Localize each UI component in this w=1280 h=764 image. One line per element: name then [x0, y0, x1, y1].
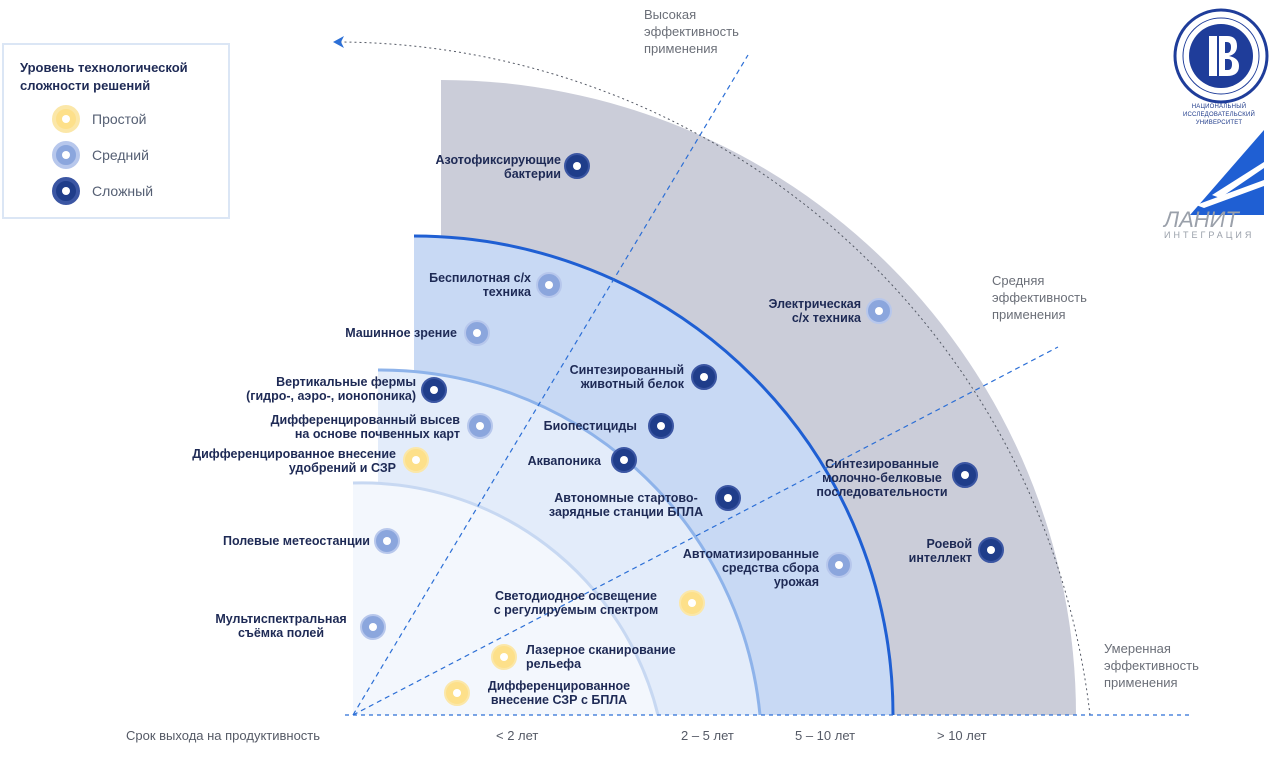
- item-label-led-lighting: Светодиодное освещение с регулируемым сп…: [493, 589, 659, 617]
- item-label-seeding-soil-maps: Дифференцированный высев на основе почве…: [270, 413, 460, 441]
- item-label-biopesticides: Биопестициды: [543, 419, 637, 433]
- time-band-5-10: 5 – 10 лет: [795, 728, 856, 743]
- arc-2-5-years: [377, 368, 762, 716]
- item-label-aquaponics: Аквапоника: [527, 454, 601, 468]
- label-moderate-efficiency: Умеренная эффективность применения: [1104, 641, 1199, 690]
- item-label-drone-stations: Автономные стартово- зарядные станции БП…: [548, 491, 704, 519]
- item-label-swarm-intelligence: Роевой интеллект: [908, 537, 972, 565]
- item-label-machine-vision: Машинное зрение: [345, 326, 457, 340]
- hse-logo: [1173, 8, 1269, 104]
- item-marker-complex: [564, 153, 590, 179]
- item-marker-complex: [648, 413, 674, 439]
- efficiency-arc: [339, 41, 1091, 716]
- label-high-efficiency: Высокая эффективность применения: [644, 7, 739, 56]
- item-marker-medium: [866, 298, 892, 324]
- legend-label-medium: Средний: [92, 147, 149, 163]
- item-label-vertical-farms: Вертикальные фермы (гидро-, аэро-, ионоп…: [246, 375, 416, 403]
- arrow-head-icon: [333, 36, 344, 48]
- ray-medium-efficiency: [352, 346, 1059, 716]
- time-band-over-10: > 10 лет: [937, 728, 987, 743]
- legend-label-complex: Сложный: [92, 183, 154, 199]
- item-marker-simple: [679, 590, 705, 616]
- item-marker-complex: [978, 537, 1004, 563]
- lanit-wordmark: ЛАНИТ: [1162, 207, 1240, 232]
- item-label-drone-spraying: Дифференцированное внесение СЗР с БПЛА: [487, 679, 631, 707]
- zone-under-2-years: [353, 482, 658, 715]
- time-band-2-5: 2 – 5 лет: [681, 728, 734, 743]
- item-marker-medium: [360, 614, 386, 640]
- item-marker-simple: [491, 644, 517, 670]
- item-marker-medium: [374, 528, 400, 554]
- arc-5-10-years: [413, 234, 895, 716]
- label-medium-efficiency: Средняя эффективность применения: [992, 273, 1087, 322]
- item-marker-simple: [444, 680, 470, 706]
- item-label-dairy-protein-sequences: Синтезированные молочно-белковые последо…: [816, 457, 948, 499]
- lanit-logo: ЛАНИТ: [1162, 130, 1264, 232]
- time-axis-label: Срок выхода на продуктивность: [126, 728, 321, 743]
- item-label-nitrogen-bacteria: Азотофиксирующие бактерии: [435, 153, 561, 181]
- item-marker-complex: [952, 462, 978, 488]
- item-marker-simple: [403, 447, 429, 473]
- item-marker-medium: [467, 413, 493, 439]
- hse-caption: НАЦИОНАЛЬНЫЙ ИССЛЕДОВАТЕЛЬСКИЙ УНИВЕРСИТ…: [1182, 104, 1256, 126]
- item-marker-complex: [421, 377, 447, 403]
- legend-label-simple: Простой: [92, 111, 147, 127]
- item-label-weather-stations: Полевые метеостанции: [222, 534, 370, 548]
- item-marker-complex: [691, 364, 717, 390]
- item-label-multispectral-survey: Мультиспектральная съёмка полей: [215, 612, 347, 640]
- item-label-synthetic-protein: Синтезированный животный белок: [569, 363, 684, 391]
- item-label-laser-scanning: Лазерное сканирование рельефа: [526, 643, 676, 671]
- legend: Уровень технологической сложности решени…: [2, 43, 230, 219]
- ray-high-efficiency: [352, 54, 749, 716]
- item-label-electric-machinery: Электрическая с/х техника: [768, 297, 861, 325]
- lanit-caption: ИНТЕГРАЦИЯ: [1164, 230, 1255, 240]
- time-band-under-2: < 2 лет: [496, 728, 539, 743]
- medium-level-icon: [52, 141, 80, 169]
- item-marker-medium: [464, 320, 490, 346]
- legend-title: Уровень технологической сложности решени…: [20, 60, 188, 93]
- item-marker-medium: [826, 552, 852, 578]
- item-label-unmanned-machinery: Беспилотная с/х техника: [429, 271, 531, 299]
- item-marker-complex: [715, 485, 741, 511]
- item-label-fertilizer-application: Дифференцированное внесение удобрений и …: [192, 447, 396, 475]
- arc-under-2-years: [352, 481, 660, 716]
- item-marker-medium: [536, 272, 562, 298]
- item-marker-complex: [611, 447, 637, 473]
- complex-level-icon: [52, 177, 80, 205]
- item-label-harvest-automation: Автоматизированные средства сбора урожая: [682, 547, 819, 589]
- simple-level-icon: [52, 105, 80, 133]
